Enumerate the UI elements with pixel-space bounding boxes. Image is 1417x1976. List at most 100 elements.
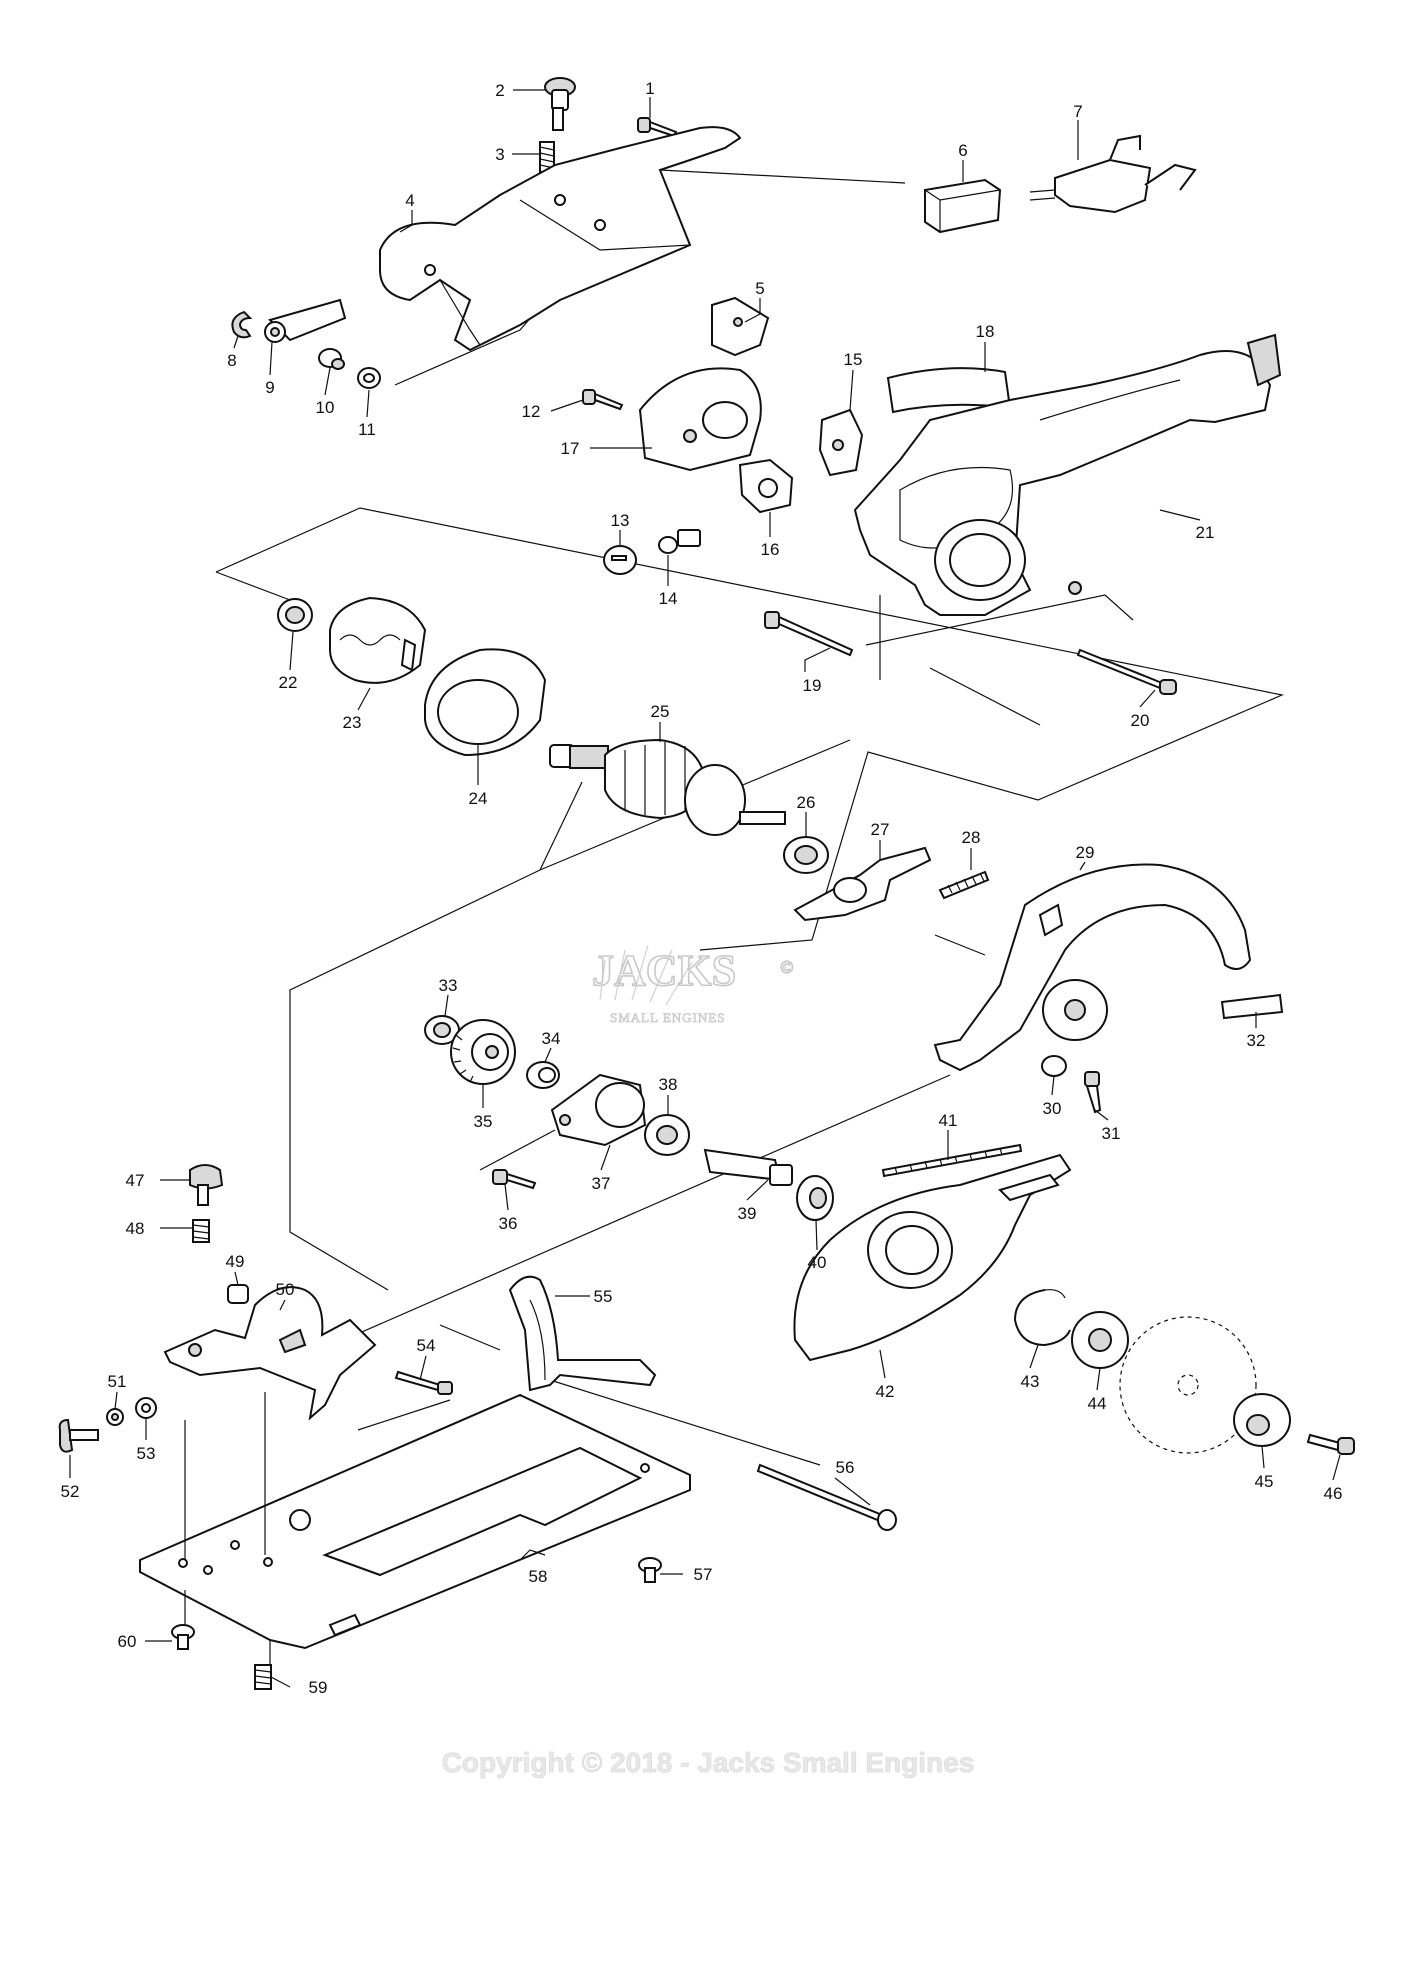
part-number-label: 5 xyxy=(755,279,764,298)
part-53-washer xyxy=(135,1397,157,1419)
part-31-screw xyxy=(1084,1071,1102,1114)
part-number-label: 53 xyxy=(137,1444,156,1463)
part-55-guide-rule xyxy=(508,1275,657,1392)
watermark-subtitle: SMALL ENGINES xyxy=(610,1010,725,1025)
part-number-label: 52 xyxy=(61,1482,80,1501)
part-number-label: 42 xyxy=(876,1382,895,1401)
part-number-label: 41 xyxy=(939,1111,958,1130)
part-number-label: 13 xyxy=(611,511,630,530)
part-14-carbon-brush xyxy=(658,529,701,554)
part-52-wing-screw xyxy=(58,1418,99,1453)
watermark: JACKS © SMALL ENGINES Copyright © 2018 -… xyxy=(441,944,975,1778)
part-35-gear xyxy=(450,1019,516,1085)
part-number-label: 37 xyxy=(592,1174,611,1193)
part-48-spring xyxy=(192,1219,210,1243)
part-56-bolt xyxy=(756,1463,897,1531)
part-59-set-screw xyxy=(254,1664,272,1690)
part-15-brush-holder xyxy=(818,408,864,477)
part-number-label: 51 xyxy=(108,1372,127,1391)
watermark-logo: JACKS © SMALL ENGINES xyxy=(591,944,794,1025)
part-46-hex-bolt xyxy=(1306,1433,1355,1455)
part-8-retaining-ring xyxy=(231,310,253,339)
part-number-label: 35 xyxy=(474,1112,493,1131)
part-40-collar xyxy=(796,1175,834,1221)
part-number-label: 58 xyxy=(529,1567,548,1586)
part-3-spring xyxy=(539,141,555,173)
part-10-sleeve xyxy=(318,348,345,370)
part-number-label: 29 xyxy=(1076,843,1095,862)
part-49-collar xyxy=(227,1284,249,1304)
watermark-copyright: Copyright © 2018 - Jacks Small Engines xyxy=(442,1747,975,1778)
part-number-label: 8 xyxy=(227,351,236,370)
part-7-switch xyxy=(1029,134,1197,214)
part-number-label: 17 xyxy=(561,439,580,458)
saw-blade-outline xyxy=(1119,1316,1257,1454)
part-number-label: 54 xyxy=(417,1336,436,1355)
part-number-label: 32 xyxy=(1247,1031,1266,1050)
part-41-tension-spring xyxy=(881,1143,1023,1178)
part-38-bearing xyxy=(644,1114,690,1156)
part-number-label: 47 xyxy=(126,1171,145,1190)
part-number-label: 44 xyxy=(1088,1394,1107,1413)
part-29-blade-guard xyxy=(933,863,1252,1072)
part-number-label: 28 xyxy=(962,828,981,847)
part-2-lock-knob xyxy=(544,77,576,131)
part-12-screw xyxy=(582,389,624,411)
part-54-screw xyxy=(394,1370,453,1395)
part-9-lever xyxy=(264,298,347,343)
part-number-label: 23 xyxy=(343,713,362,732)
part-number-label: 43 xyxy=(1021,1372,1040,1391)
part-number-label: 40 xyxy=(808,1253,827,1272)
part-42-safety-cover xyxy=(793,1153,1072,1362)
part-5-bracket xyxy=(711,296,770,357)
part-16-brush-holder xyxy=(738,458,794,514)
part-24-baffle-ring xyxy=(424,648,547,757)
part-22-bearing xyxy=(277,598,313,632)
leader-lines xyxy=(69,89,1341,1688)
part-number-label: 18 xyxy=(976,322,995,341)
part-23-insulation-sleeve xyxy=(329,596,427,684)
part-17-yoke xyxy=(638,367,762,472)
part-number-label: 11 xyxy=(358,420,376,439)
part-50-bracket xyxy=(163,1286,377,1421)
part-number-labels: 1 2 3 4 5 6 7 8 9 10 11 12 13 14 15 16 1… xyxy=(61,79,1343,1697)
part-number-label: 3 xyxy=(495,145,504,164)
part-number-label: 31 xyxy=(1102,1124,1121,1143)
watermark-brand: JACKS xyxy=(592,946,736,995)
part-number-label: 27 xyxy=(871,820,890,839)
part-58-base-plate xyxy=(139,1393,691,1650)
part-number-label: 20 xyxy=(1131,711,1150,730)
part-number-label: 26 xyxy=(797,793,816,812)
part-20-long-screw xyxy=(1076,648,1177,695)
part-57-screw xyxy=(638,1557,662,1583)
part-27-lock-plate xyxy=(793,846,932,922)
part-number-label: 30 xyxy=(1043,1099,1062,1118)
part-number-label: 45 xyxy=(1255,1472,1274,1491)
part-number-label: 25 xyxy=(651,702,670,721)
part-number-label: 1 xyxy=(645,79,654,98)
part-number-label: 48 xyxy=(126,1219,145,1238)
part-28-spring xyxy=(938,870,990,900)
part-number-label: 50 xyxy=(276,1280,295,1299)
part-number-label: 14 xyxy=(659,589,678,608)
part-number-label: 34 xyxy=(542,1029,561,1048)
part-number-label: 12 xyxy=(522,402,541,421)
part-number-label: 21 xyxy=(1196,523,1215,542)
part-32-label xyxy=(1220,993,1284,1020)
part-number-label: 36 xyxy=(499,1214,518,1233)
part-1-screw xyxy=(637,117,678,138)
part-number-label: 16 xyxy=(761,540,780,559)
part-4-handle-cover xyxy=(379,126,742,352)
part-45-outer-flange xyxy=(1233,1393,1291,1447)
part-33-bearing xyxy=(424,1015,460,1045)
part-44-inner-flange xyxy=(1071,1311,1129,1369)
part-number-label: 38 xyxy=(659,1075,678,1094)
part-number-label: 24 xyxy=(469,789,488,808)
part-37-bearing-box xyxy=(550,1073,647,1147)
part-34-collar xyxy=(526,1061,560,1089)
part-47-wing-bolt xyxy=(189,1164,224,1206)
part-number-label: 56 xyxy=(836,1458,855,1477)
part-number-label: 33 xyxy=(439,976,458,995)
part-number-label: 6 xyxy=(958,141,967,160)
